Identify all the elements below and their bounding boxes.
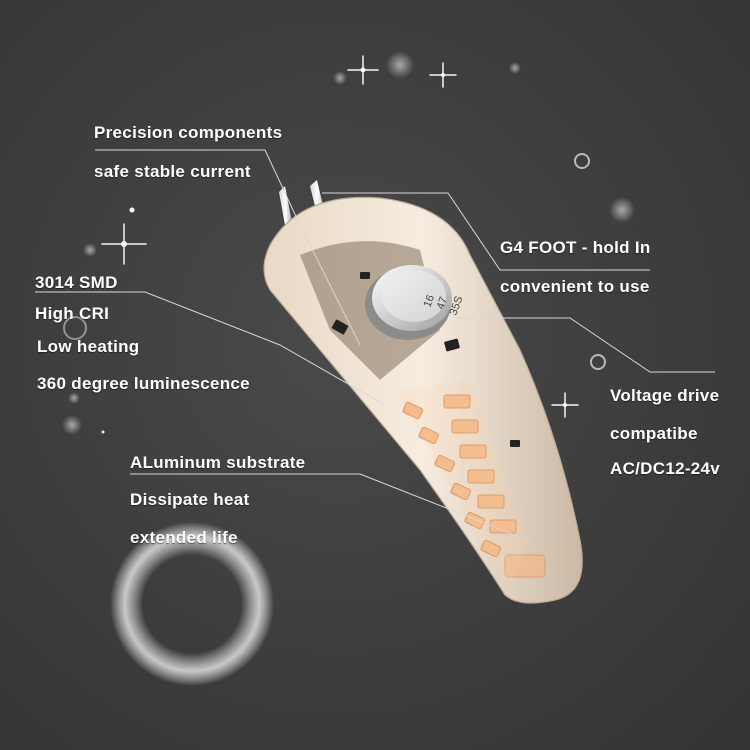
callout-smd-line2: High CRI bbox=[35, 304, 110, 323]
callout-precision-line2: safe stable current bbox=[94, 162, 251, 181]
bokeh-dots bbox=[62, 51, 635, 435]
callout-g4-line2: convenient to use bbox=[500, 277, 650, 296]
callout-precision-line1: Precision components bbox=[94, 123, 283, 142]
bubble-rings bbox=[63, 153, 606, 370]
callout-voltage-line2: compatibe bbox=[610, 424, 698, 443]
pointer-g4-foot bbox=[322, 192, 650, 271]
callout-g4-line1: G4 FOOT - hold In bbox=[500, 238, 651, 257]
led-array bbox=[402, 394, 546, 578]
pointer-voltage bbox=[455, 317, 715, 373]
callout-aluminum-line1: ALuminum substrate bbox=[130, 453, 306, 472]
callout-aluminum-line2: Dissipate heat bbox=[130, 490, 250, 509]
pointer-precision bbox=[95, 149, 361, 346]
capacitor-marking-1: 16 bbox=[422, 293, 437, 309]
smd-components bbox=[331, 272, 520, 447]
star-glints bbox=[101, 55, 579, 434]
capacitor bbox=[365, 265, 452, 340]
callout-smd-line4: 360 degree luminescence bbox=[37, 374, 250, 393]
callout-smd-line3: Low heating bbox=[37, 337, 140, 356]
callout-smd-line1: 3014 SMD bbox=[35, 273, 118, 292]
led-glow bbox=[395, 380, 530, 590]
large-bokeh-ring bbox=[110, 522, 274, 686]
callout-voltage-line1: Voltage drive bbox=[610, 386, 720, 405]
callout-voltage-line3: AC/DC12-24v bbox=[610, 459, 721, 478]
callout-aluminum-line3: extended life bbox=[130, 528, 238, 547]
capacitor-marking-2: 47 bbox=[435, 295, 450, 311]
pointer-smd bbox=[35, 291, 386, 406]
pointer-aluminum bbox=[130, 473, 531, 542]
